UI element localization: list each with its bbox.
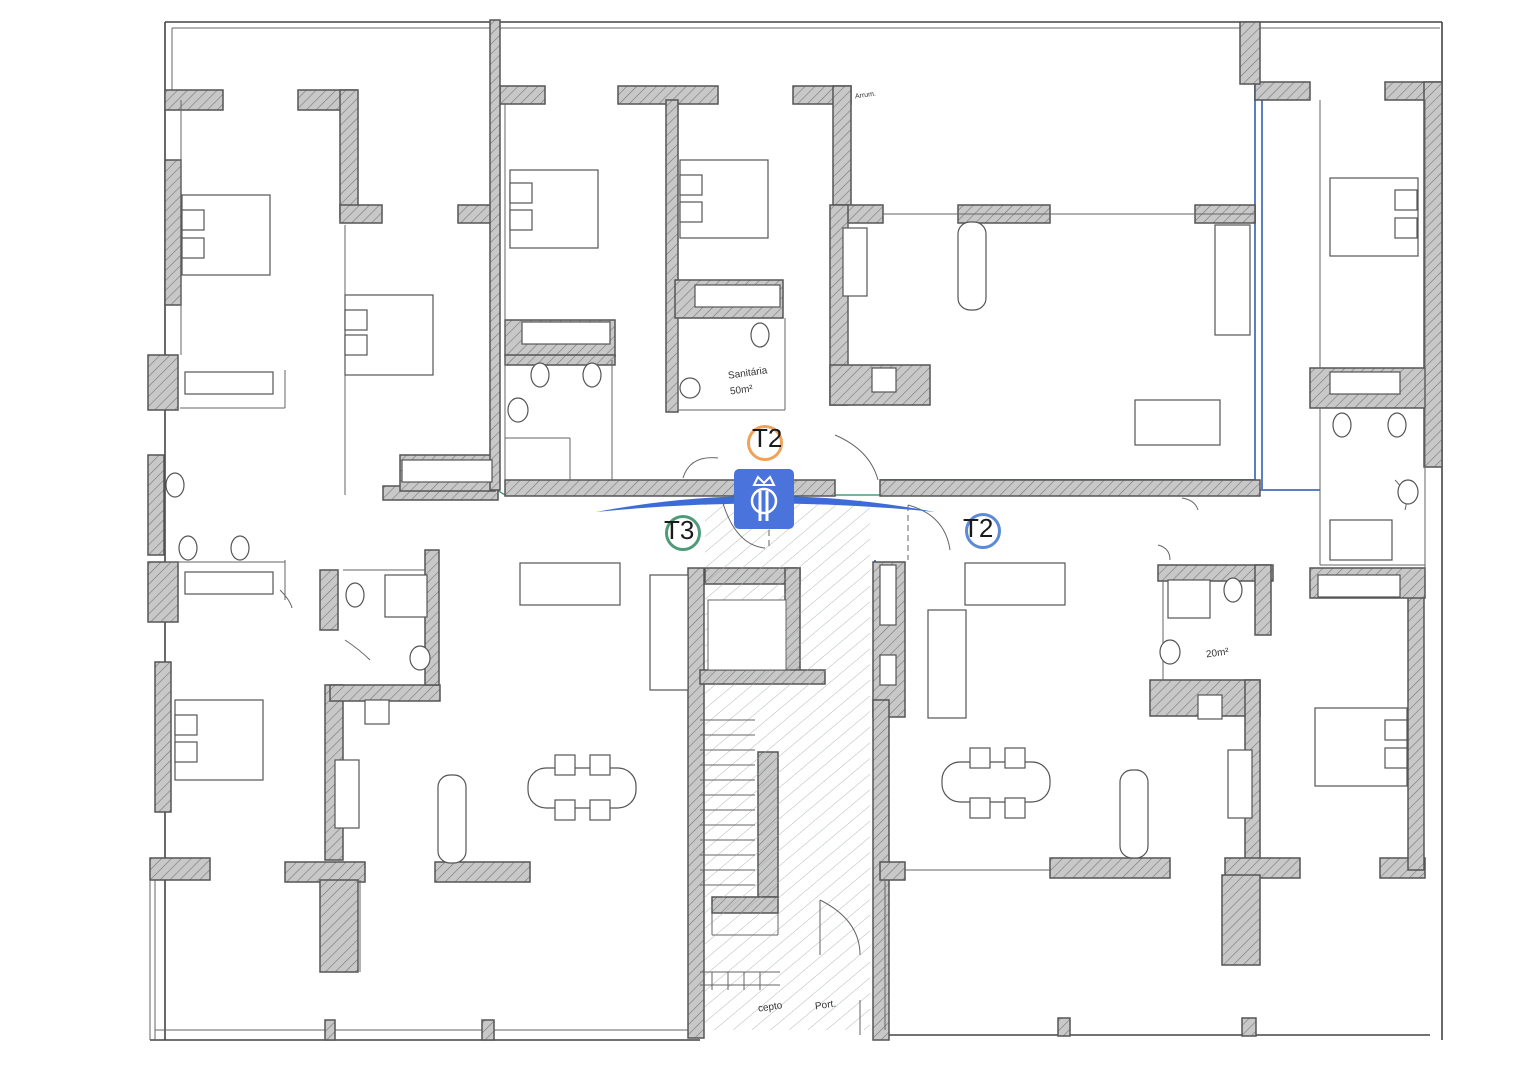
unit-tag-ring-left: [665, 515, 701, 551]
unit-tag-ring-top: [747, 425, 783, 461]
sanitary: [165, 322, 1419, 725]
unit-tag-left-t3: T3: [664, 515, 695, 545]
stair-core: [700, 500, 870, 1035]
unit-tag-ring-right: [965, 513, 1001, 549]
wardrobes: [184, 284, 1401, 598]
interior-lines: [149, 100, 1426, 1040]
kitchens: [334, 227, 1253, 829]
crown-p-logo-icon: [734, 469, 794, 529]
unit-outlines: [496, 30, 1320, 1035]
unit-tag-top-t2: T2: [752, 423, 783, 453]
logo-swoosh: [596, 496, 935, 512]
doors: [279, 434, 1407, 661]
living-furniture: [437, 221, 1251, 864]
unit-tag-right-t2: T2: [963, 513, 994, 543]
beds: [174, 159, 1419, 787]
